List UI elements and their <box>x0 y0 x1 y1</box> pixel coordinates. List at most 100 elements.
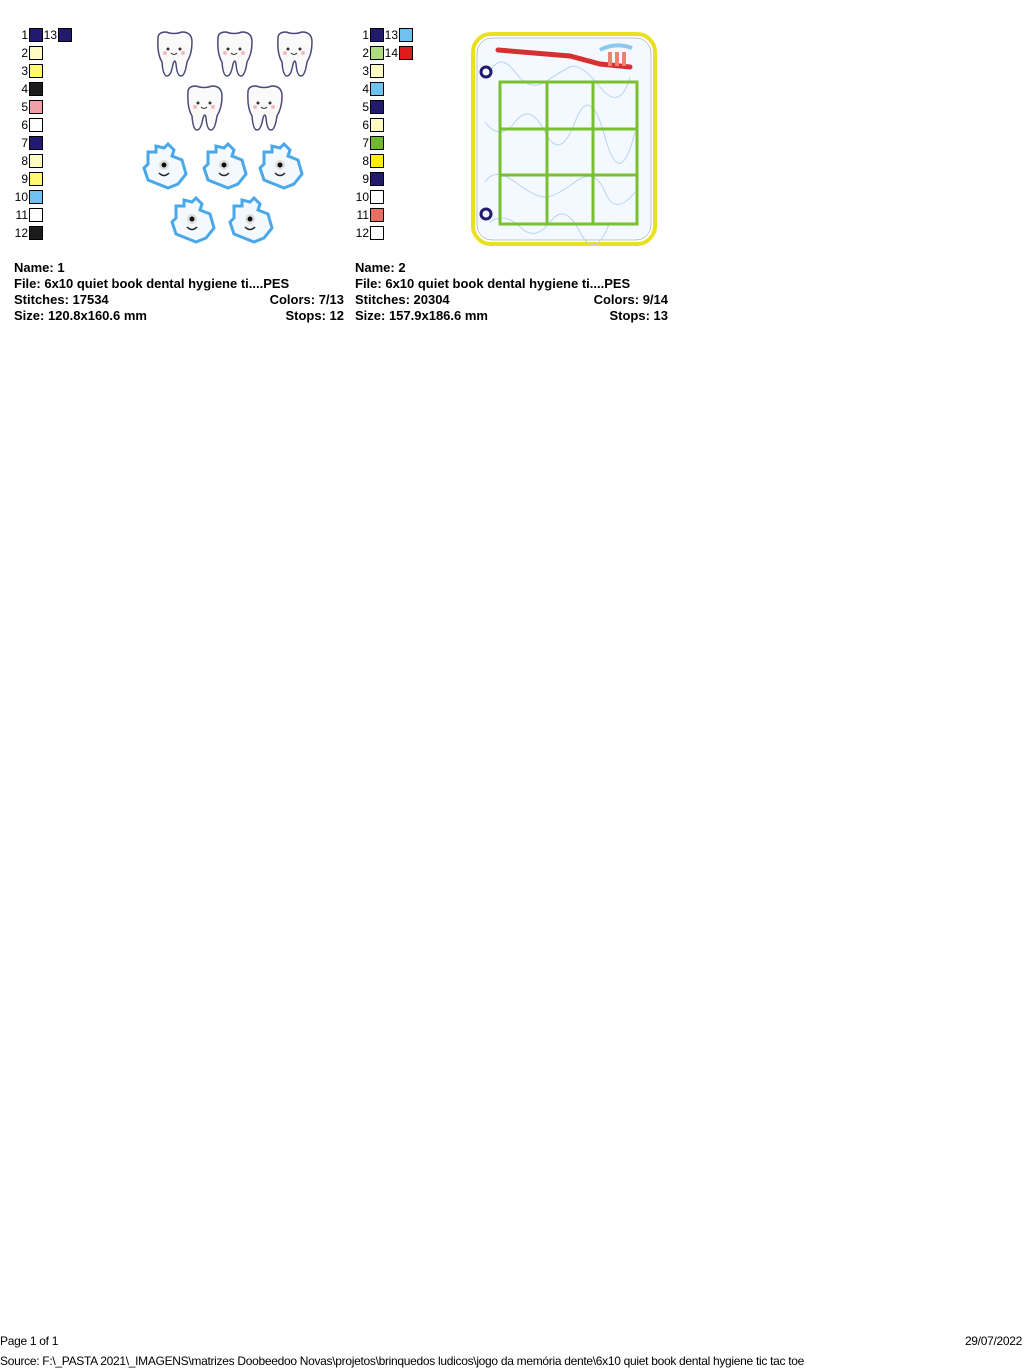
thread-color-4: 4 <box>355 80 384 98</box>
thread-color-9: 9 <box>355 170 384 188</box>
color-swatch <box>370 100 384 114</box>
tooth-design <box>277 31 313 77</box>
thread-number: 11 <box>356 208 369 222</box>
design-file: File: 6x10 quiet book dental hygiene ti.… <box>355 276 631 291</box>
thread-number: 9 <box>21 172 28 186</box>
color-swatch <box>370 82 384 96</box>
thread-number: 14 <box>384 46 398 60</box>
color-count: Colors: 7/13 <box>269 292 344 307</box>
color-swatch <box>370 190 384 204</box>
thread-number: 2 <box>362 46 369 60</box>
color-swatch <box>58 28 72 42</box>
design-info: Name: 2 File: 6x10 quiet book dental hyg… <box>355 260 668 324</box>
thread-color-4: 4 <box>14 80 43 98</box>
thread-number: 10 <box>14 190 28 204</box>
color-swatch <box>370 118 384 132</box>
tooth-design <box>217 31 253 77</box>
thread-color-7: 7 <box>14 134 43 152</box>
color-swatch <box>29 118 43 132</box>
color-swatch <box>370 28 384 42</box>
thread-color-6: 6 <box>14 116 43 134</box>
thread-number: 3 <box>362 64 369 78</box>
thread-number: 1 <box>362 28 369 42</box>
color-swatch <box>29 190 43 204</box>
thread-number: 8 <box>362 154 369 168</box>
color-swatch <box>29 28 43 42</box>
germ-design <box>142 141 188 190</box>
thread-color-10: 10 <box>14 188 43 206</box>
thread-color-2: 2 <box>14 44 43 62</box>
tooth-design <box>157 31 193 77</box>
thread-number: 8 <box>21 154 28 168</box>
thread-number: 12 <box>355 226 369 240</box>
color-swatch <box>29 46 43 60</box>
thread-color-10: 10 <box>355 188 384 206</box>
color-swatch <box>399 46 413 60</box>
stop-count: Stops: 12 <box>285 308 344 323</box>
stitch-count: Stitches: 17534 <box>14 292 109 307</box>
thread-color-13: 13 <box>43 26 72 44</box>
germ-design <box>170 195 216 244</box>
design-2-preview <box>471 32 657 246</box>
page-number: Page 1 of 1 <box>0 1334 59 1348</box>
print-date: 29/07/2022 <box>964 1334 1022 1348</box>
thread-number: 10 <box>355 190 369 204</box>
thread-color-5: 5 <box>14 98 43 116</box>
thread-color-7: 7 <box>355 134 384 152</box>
color-swatch <box>370 64 384 78</box>
thread-color-11: 11 <box>355 206 384 224</box>
design-info: Name: 1 File: 6x10 quiet book dental hyg… <box>14 260 344 324</box>
thread-number: 3 <box>21 64 28 78</box>
tooth-design <box>247 85 283 131</box>
stop-count: Stops: 13 <box>609 308 668 323</box>
design-file: File: 6x10 quiet book dental hygiene ti.… <box>14 276 290 291</box>
color-swatch <box>370 136 384 150</box>
color-swatch <box>29 172 43 186</box>
thread-color-3: 3 <box>355 62 384 80</box>
thread-color-12: 12 <box>14 224 43 242</box>
germ-design <box>202 141 248 190</box>
thread-number: 9 <box>362 172 369 186</box>
germ-design <box>258 141 304 190</box>
thread-color-8: 8 <box>14 152 43 170</box>
thread-number: 1 <box>21 28 28 42</box>
color-swatch <box>370 154 384 168</box>
thread-number: 5 <box>21 100 28 114</box>
color-swatch <box>370 208 384 222</box>
thread-color-9: 9 <box>14 170 43 188</box>
thread-color-5: 5 <box>355 98 384 116</box>
thread-number: 7 <box>21 136 28 150</box>
thread-number: 5 <box>362 100 369 114</box>
thread-number: 4 <box>362 82 369 96</box>
thread-color-8: 8 <box>355 152 384 170</box>
thread-color-12: 12 <box>355 224 384 242</box>
thread-color-13: 13 <box>384 26 413 44</box>
thread-number: 11 <box>15 208 28 222</box>
color-swatch <box>29 154 43 168</box>
color-swatch <box>29 100 43 114</box>
color-swatch <box>370 46 384 60</box>
design-size: Size: 157.9x186.6 mm <box>355 308 488 323</box>
color-swatch <box>29 226 43 240</box>
thread-color-3: 3 <box>14 62 43 80</box>
color-swatch <box>370 172 384 186</box>
color-swatch <box>29 82 43 96</box>
tooth-design <box>187 85 223 131</box>
color-count: Colors: 9/14 <box>593 292 668 307</box>
thread-number: 13 <box>43 28 57 42</box>
thread-color-14: 14 <box>384 44 413 62</box>
color-swatch <box>399 28 413 42</box>
thread-number: 12 <box>14 226 28 240</box>
thread-number: 4 <box>21 82 28 96</box>
design-size: Size: 120.8x160.6 mm <box>14 308 147 323</box>
thread-color-11: 11 <box>14 206 43 224</box>
thread-color-6: 6 <box>355 116 384 134</box>
source-path: Source: F:\_PASTA 2021\_IMAGENS\matrizes… <box>0 1354 805 1368</box>
thread-color-1: 1 <box>355 26 384 44</box>
thread-number: 13 <box>384 28 398 42</box>
design-1-preview <box>142 31 313 244</box>
color-swatch <box>29 64 43 78</box>
design-name: Name: 2 <box>355 260 406 275</box>
thread-number: 6 <box>362 118 369 132</box>
